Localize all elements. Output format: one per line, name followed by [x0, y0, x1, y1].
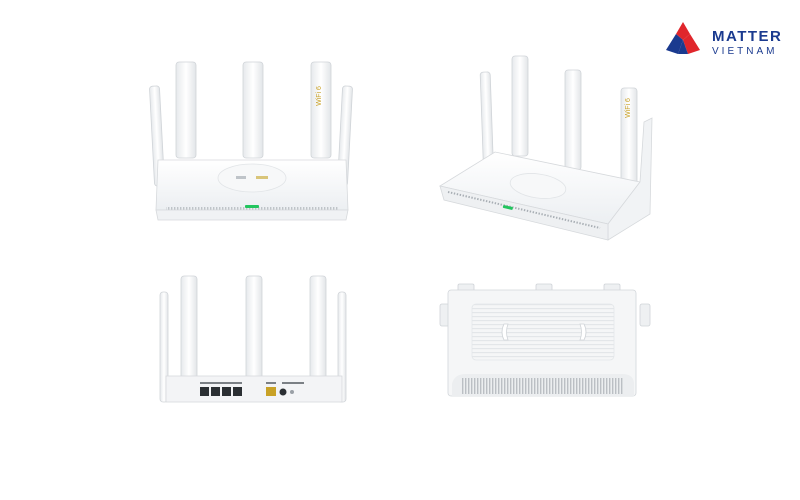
antenna: [564, 69, 582, 171]
status-led: [245, 205, 259, 208]
rear-view: [159, 275, 347, 403]
logo-mark-icon: [666, 22, 700, 54]
antenna: [175, 61, 197, 159]
antenna: [309, 275, 327, 387]
ethernet-ports: [200, 382, 242, 396]
power-jack: [279, 388, 287, 396]
bottom-view: [439, 283, 651, 397]
antenna: [310, 61, 332, 159]
wan-port: [266, 387, 276, 396]
antenna: [180, 275, 198, 387]
status-led: [502, 205, 513, 210]
logo-text-matter: MATTER: [712, 28, 783, 45]
angled-view: WiFi 6: [438, 55, 653, 241]
front-view: WiFi 6: [149, 61, 353, 221]
wifi6-badge: WiFi 6: [625, 98, 632, 118]
logo-text-vietnam: VIETNAM: [712, 46, 778, 57]
antenna: [245, 275, 263, 387]
matter-vietnam-logo: MATTER VIETNAM: [664, 20, 794, 62]
wifi6-badge: WiFi 6: [316, 86, 323, 106]
antenna: [242, 61, 264, 159]
antenna: [511, 55, 529, 157]
antenna: [159, 291, 169, 403]
reset-button: [290, 390, 294, 394]
